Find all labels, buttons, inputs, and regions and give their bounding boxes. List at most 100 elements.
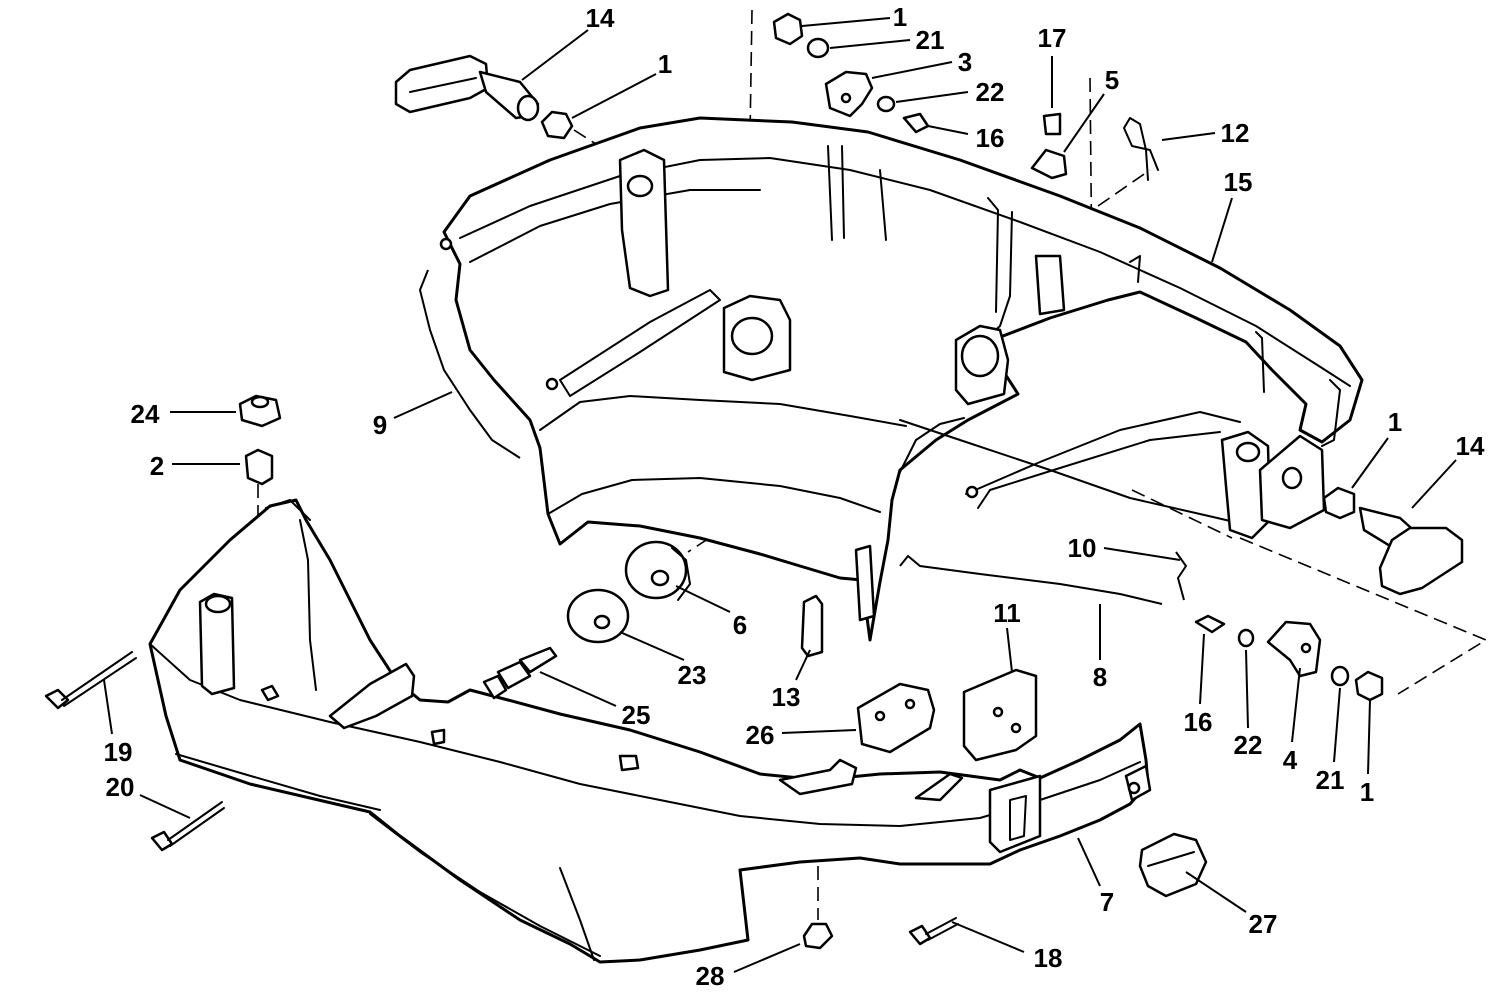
callout-label-21: 21 <box>1316 765 1345 795</box>
seal-wire-10 <box>899 554 1163 605</box>
leader-line-21 <box>1333 687 1341 763</box>
stud-25 <box>482 646 558 700</box>
leader-line-26 <box>781 729 857 734</box>
callout-label-1: 1 <box>658 49 672 79</box>
callout-label-2: 2 <box>150 451 164 481</box>
handle-14-right <box>1358 506 1464 596</box>
callout-label-1: 1 <box>893 2 907 32</box>
plug-28 <box>802 922 834 950</box>
washer-22-right <box>1237 628 1255 648</box>
callout-label-8: 8 <box>1093 662 1107 692</box>
seal-wire-hook <box>1175 551 1188 601</box>
leader-line-19 <box>103 679 113 735</box>
callout-label-10: 10 <box>1068 533 1097 563</box>
leader-line-9 <box>393 391 453 419</box>
callout-label-22: 22 <box>1234 730 1263 760</box>
callout-label-16: 16 <box>976 123 1005 153</box>
callout-label-5: 5 <box>1105 65 1119 95</box>
callout-label-6: 6 <box>733 610 747 640</box>
leader-line-16 <box>927 125 969 135</box>
washer-21-right <box>1330 665 1350 687</box>
callout-label-12: 12 <box>1221 118 1250 148</box>
nut-1-right-lower <box>1354 670 1384 702</box>
grommet-6 <box>624 540 691 601</box>
callout-label-26: 26 <box>746 720 775 750</box>
screw-16-right <box>1194 614 1226 634</box>
leader-line-1 <box>1367 699 1371 775</box>
washer-22-top <box>876 95 896 113</box>
leader-line-25 <box>539 671 617 707</box>
bolt-20 <box>150 801 225 852</box>
leader-line-4 <box>1291 667 1301 743</box>
callout-label-1: 1 <box>1388 407 1402 437</box>
callout-label-24: 24 <box>131 399 160 429</box>
clip-5 <box>1030 148 1068 180</box>
leader-line-3 <box>871 61 953 79</box>
bolt-19 <box>44 651 137 710</box>
nut-1-right <box>1322 486 1356 520</box>
leader-line-13 <box>795 649 811 681</box>
leader-line-14 <box>1411 459 1457 509</box>
callout-label-14: 14 <box>586 3 615 33</box>
washer-23 <box>566 588 630 644</box>
callout-label-3: 3 <box>958 47 972 77</box>
bracket-26 <box>856 682 936 754</box>
leader-line-23 <box>619 631 685 661</box>
lower-cowl <box>148 498 1152 964</box>
callout-label-28: 28 <box>696 961 725 991</box>
leader-line-27 <box>1185 871 1247 913</box>
leader-line-1 <box>801 17 891 27</box>
washer-21-top <box>806 37 830 59</box>
callout-label-15: 15 <box>1224 167 1253 197</box>
leader-line-14 <box>521 29 589 81</box>
upper-cowl <box>439 116 1364 642</box>
nut-1-left <box>540 110 574 140</box>
leader-line-7 <box>1077 837 1101 887</box>
leader-line-16 <box>1199 633 1205 705</box>
leader-line-12 <box>1161 132 1216 141</box>
callout-label-14: 14 <box>1456 431 1485 461</box>
callout-label-22: 22 <box>976 77 1005 107</box>
seal-wire-9 <box>418 269 521 459</box>
bracket-4 <box>1266 620 1322 678</box>
strap-13 <box>800 594 824 658</box>
leader-line-15 <box>1211 197 1233 263</box>
screw-17 <box>1042 112 1062 136</box>
leader-line-28 <box>733 943 801 973</box>
callout-label-27: 27 <box>1249 909 1278 939</box>
leader-line-21 <box>829 39 911 49</box>
callout-label-9: 9 <box>373 410 387 440</box>
leader-line-1 <box>1351 437 1389 489</box>
callout-label-18: 18 <box>1034 943 1063 973</box>
callout-label-19: 19 <box>104 737 133 767</box>
callout-label-16: 16 <box>1184 707 1213 737</box>
bolt-18 <box>908 917 959 946</box>
callout-label-4: 4 <box>1283 745 1298 775</box>
leader-line-18 <box>951 921 1025 953</box>
handle-14-left <box>394 54 540 122</box>
callout-label-25: 25 <box>622 700 651 730</box>
leader-line-10 <box>1103 547 1181 561</box>
callout-label-21: 21 <box>916 25 945 55</box>
leader-line-5 <box>1063 93 1105 153</box>
callout-label-7: 7 <box>1100 887 1114 917</box>
leader-line-22 <box>1245 649 1249 729</box>
callout-label-23: 23 <box>678 660 707 690</box>
cover-11 <box>962 668 1038 762</box>
leader-line-11 <box>1006 627 1013 673</box>
bushing-2 <box>244 448 274 486</box>
leader-line-6 <box>675 585 731 613</box>
leader-line-22 <box>895 91 969 103</box>
callout-label-11: 11 <box>993 598 1021 628</box>
screw-16-top <box>902 112 930 134</box>
callout-label-13: 13 <box>772 682 801 712</box>
callout-label-20: 20 <box>106 772 135 802</box>
callout-label-1: 1 <box>1360 777 1374 807</box>
grommet-24 <box>238 394 282 428</box>
callout-label-17: 17 <box>1038 23 1067 53</box>
leader-line-1 <box>571 73 657 119</box>
leader-line-20 <box>139 794 191 819</box>
nut-1-top <box>772 12 804 46</box>
